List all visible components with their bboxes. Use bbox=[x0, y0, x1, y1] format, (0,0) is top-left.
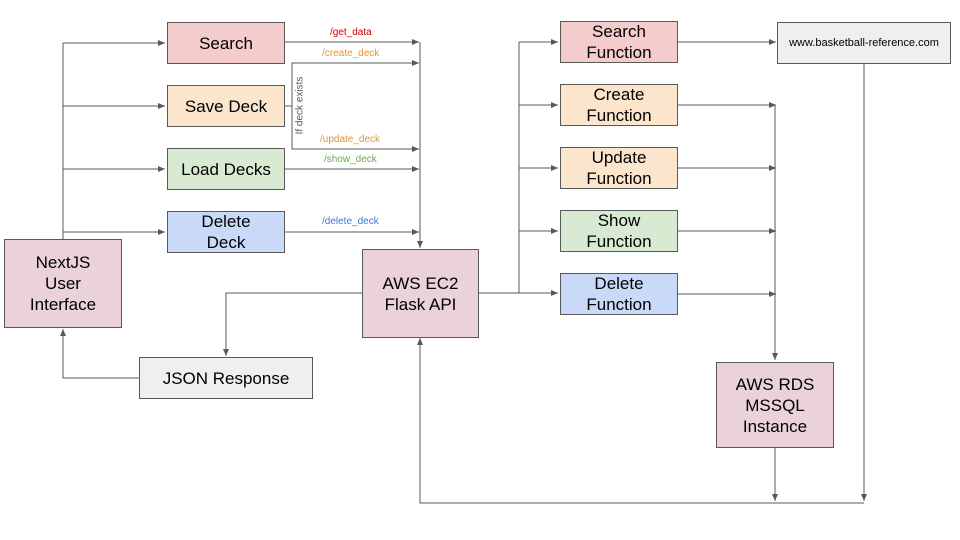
delete-function-node: Delete Function bbox=[560, 273, 678, 315]
arrow-ec2-json bbox=[223, 292, 362, 356]
aws-ec2-node: AWS EC2 Flask API bbox=[362, 249, 479, 338]
edge-label-delete-deck: /delete_deck bbox=[322, 216, 379, 227]
arrow-update-deck bbox=[291, 106, 419, 152]
update-function-node: Update Function bbox=[560, 147, 678, 189]
edge-label-create-deck: /create_deck bbox=[322, 48, 380, 59]
bottom-bus bbox=[417, 338, 864, 504]
delete-deck-node: Delete Deck bbox=[167, 211, 285, 253]
nextjs-ui-node: NextJS User Interface bbox=[4, 239, 122, 328]
edge-label-show-deck: /show_deck bbox=[324, 154, 377, 165]
edge-label-get-data: /get_data bbox=[330, 27, 372, 38]
arrow-json-ui bbox=[60, 329, 139, 379]
edge-label-update-deck: /update_deck bbox=[320, 134, 381, 145]
edge-label-if-deck-exists: If deck exists bbox=[294, 76, 306, 135]
aws-rds-node: AWS RDS MSSQL Instance bbox=[716, 362, 834, 448]
load-decks-node: Load Decks bbox=[167, 148, 285, 190]
json-response-node: JSON Response bbox=[139, 357, 313, 399]
search-node: Search bbox=[167, 22, 285, 64]
search-function-node: Search Function bbox=[560, 21, 678, 63]
save-deck-node: Save Deck bbox=[167, 85, 285, 127]
basketball-reference-node: www.basketball-reference.com bbox=[777, 22, 951, 64]
arrow-create-deck bbox=[285, 60, 419, 107]
show-function-node: Show Function bbox=[560, 210, 678, 252]
create-function-node: Create Function bbox=[560, 84, 678, 126]
